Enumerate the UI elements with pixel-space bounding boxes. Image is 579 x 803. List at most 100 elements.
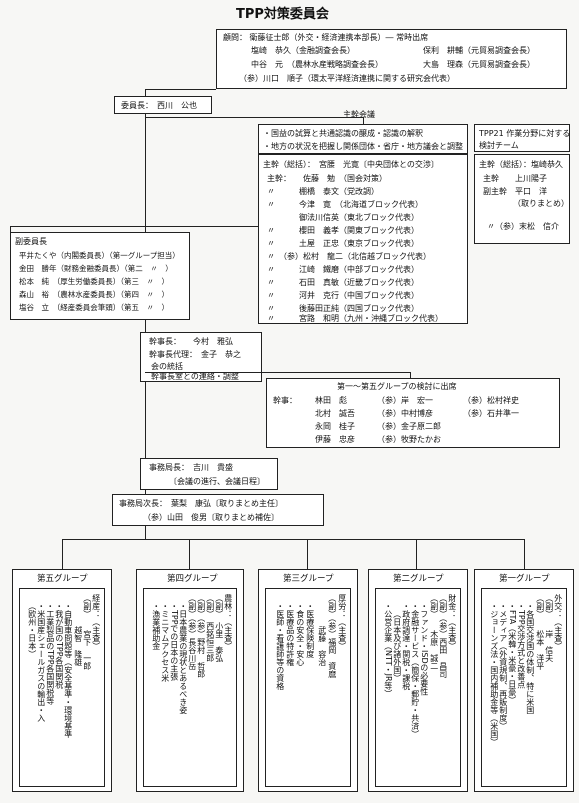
group-4-item: （副）（参）長谷川岳 bbox=[187, 594, 197, 670]
group-1-item: ・ジョーンズ法・国内補助金等（米国） bbox=[489, 602, 499, 746]
group-2-item: （日本及び諸外国） bbox=[392, 610, 402, 682]
group-2-title: 第二グループ bbox=[393, 574, 444, 584]
office-deputy-line-2: （参）山田 俊男〔取りまとめ補佐〕 bbox=[143, 513, 279, 522]
group-5-item: 越智 隆雄 bbox=[73, 594, 83, 666]
office-deputy-line-1: 事務局次長： 葉梨 康弘〔取りまとめ主任〕 bbox=[119, 499, 283, 508]
group-1-item: ・各国交渉国の体制、特に米国 bbox=[525, 602, 535, 714]
group-3-inner bbox=[265, 588, 351, 787]
main-council-member: 御法川信英（東北ブロック代表） bbox=[267, 213, 419, 222]
group-4-item: ・漁業補助金 bbox=[151, 602, 161, 650]
main-council-title: 主幹会議 bbox=[343, 110, 375, 119]
main-council-member: 〃 江崎 鐵磨（中部ブロック代表） bbox=[267, 265, 419, 274]
group-liaison-title: 第一〜第五グループの検討に出席 bbox=[337, 382, 457, 391]
group-drop bbox=[189, 539, 190, 569]
page-title: TPP対策委員会 bbox=[236, 7, 329, 22]
tpp21-line: 〃（参）末松 信介 bbox=[487, 222, 559, 231]
group-4-item: （副）（参）野村 哲郎 bbox=[196, 594, 206, 678]
main-council-desc-box: ・国益の試算と共通認識の醸成・認識の解釈 ・地方の状況を把握し関係団体・省庁・地… bbox=[258, 124, 468, 154]
secretary-line-1: 幹事長： 今村 雅弘 bbox=[149, 337, 233, 346]
group-4-item: （副） 小里 泰弘 bbox=[214, 594, 224, 662]
group-3-title: 第三グループ bbox=[283, 574, 334, 584]
group-3-item: ・医療保険制度 bbox=[305, 602, 315, 658]
group-drop bbox=[524, 539, 525, 569]
group-2-box: 第二グループ 財金：（主査） （副）（参）西田 昌司 （副） 木原 誠二 ・ファ… bbox=[368, 569, 468, 792]
office-head-line-2: 〔会議の進行、会議日程〕 bbox=[169, 477, 265, 486]
vice-chairs-line: 森山 裕 （農林水産委員長）（第四 〃 ） bbox=[19, 290, 169, 299]
group-5-box: 第五グループ 経産：（主査） （副） 宮下 一郎 越智 隆雄 ・自動車問題等（安… bbox=[12, 569, 112, 792]
main-council-desc-2: ・地方の状況を把握し関係団体・省庁・地方議会と調整 bbox=[263, 142, 463, 151]
tpp21-box: 主幹（総括）：塩崎恭久 主幹 上川陽子 副主幹 平口 洋 （取りまとめ） 〃（参… bbox=[474, 154, 570, 244]
council-spine-connector bbox=[145, 226, 258, 227]
liaison-member: （参）牧野たかお bbox=[377, 435, 441, 444]
group-4-title: 第四グループ bbox=[167, 574, 218, 584]
group-3-item: ・医師・看護師等の資格 bbox=[275, 602, 285, 690]
main-council-member: 〃 棚橋 泰文（党改調） bbox=[267, 187, 379, 196]
group-1-item: ・FTA（米韓・米豪・日豪） bbox=[507, 602, 517, 705]
tpp21-line: 副主幹 平口 洋 bbox=[483, 187, 547, 196]
tpp21-title-2: 検討チーム bbox=[479, 141, 519, 150]
main-council-member: 〃 石田 真敏（近畿ブロック代表） bbox=[267, 278, 419, 287]
group-1-item: ・メディア（外資規制、再販制度） bbox=[498, 602, 508, 730]
chair-box: 委員長： 西川 公也 bbox=[114, 96, 212, 114]
main-council-member: 〃 後藤田正純（四国ブロック代表） bbox=[267, 304, 419, 313]
group-2-item: （副）（参）西田 昌司 bbox=[438, 594, 448, 678]
advisors-box: 顧問： 衛藤征士郎（外交・経済連携本部長）― 常時出席 塩崎 恭久（金融調査会長… bbox=[216, 29, 567, 89]
advisors-line-4: （参）川口 順子（環太平洋経済連携に関する研究会代表） bbox=[239, 74, 455, 83]
secretary-note-1: 会の統括 bbox=[151, 362, 183, 371]
liaison-member: 伊藤 忠彦 bbox=[315, 435, 355, 444]
main-council-member: 主幹： 佐藤 勉 （国会対策） bbox=[267, 174, 387, 183]
group-5-item: ・米国産シェールガスの輸出・入 bbox=[36, 602, 46, 722]
group-1-box: 第一グループ 外交：（主査） （副） 岸 信夫 （副） 松本 洋平 ・各国交渉国… bbox=[474, 569, 574, 792]
vice-chairs-connector bbox=[10, 226, 145, 227]
advisors-line-1: 顧問： 衛藤征士郎（外交・経済連携本部長）― 常時出席 bbox=[223, 33, 429, 42]
group-5-item: ・自動車問題等（安全基準・環境基準 bbox=[63, 602, 73, 738]
group-4-item: 農林：（主査） bbox=[223, 594, 233, 650]
vice-chairs-title: 副委員長 bbox=[15, 237, 47, 246]
group-4-item: ・TPPでの日本の主張 bbox=[169, 602, 179, 681]
secretary-box: 幹事長： 今村 雅弘 幹事長代理： 金子 恭之 会の統括 幹事長室との連絡・調整 bbox=[140, 332, 262, 382]
vice-chairs-line: 松本 純 （厚生労働委員長）（第三 〃 ） bbox=[19, 277, 169, 286]
advisors-line-2b: 保利 耕輔（元貿易調査会長） bbox=[423, 46, 535, 55]
vice-chairs-line: 平井たくや（内閣委員長）（第一グループ担当） bbox=[19, 251, 180, 260]
group-4-box: 第四グループ 農林：（主査） （副） 小里 泰弘 （副） 西銘恒三郎 （副）（参… bbox=[136, 569, 244, 792]
vice-chairs-line: 塩谷 立 （経産委員会筆頭）（第五 〃 ） bbox=[19, 303, 169, 312]
group-1-item: （副） 岸 信夫 bbox=[544, 594, 554, 662]
group-2-item: 財金：（主査） bbox=[447, 594, 457, 650]
group-1-item: ・TPP交渉方式と改善点 bbox=[516, 602, 526, 689]
group-2-item: ・政府調達・関税・課税 bbox=[401, 602, 411, 690]
tpp21-line: 主幹 上川陽子 bbox=[483, 174, 547, 183]
chair-label: 委員長： 西川 公也 bbox=[121, 101, 197, 110]
group-1-inner bbox=[481, 588, 567, 787]
group-4-item: （副） 西銘恒三郎 bbox=[205, 594, 215, 662]
group-5-item: ・我が国のTPP各国関税 bbox=[54, 602, 64, 689]
tpp21-line: 主幹（総括）：塩崎恭久 bbox=[479, 160, 563, 169]
main-council-lead: 主幹（総括）： 宮腰 光寛〔中央団体との交渉〕 bbox=[263, 160, 439, 169]
group-5-item: 経産：（主査） bbox=[91, 594, 101, 650]
groups-connector bbox=[62, 539, 524, 540]
liaison-member: （参）岸 宏一 bbox=[377, 396, 433, 405]
office-deputy-box: 事務局次長： 葉梨 康弘〔取りまとめ主任〕 （参）山田 俊男〔取りまとめ補佐〕 bbox=[112, 494, 324, 526]
liaison-connector-v bbox=[410, 372, 411, 378]
group-5-inner bbox=[19, 588, 105, 787]
group-3-item: 武藤 容治 bbox=[317, 594, 327, 666]
group-3-item: 厚労：（主査） bbox=[337, 594, 347, 650]
liaison-member: （参）金子原二郎 bbox=[377, 422, 441, 431]
liaison-member: 北村 誠吾 bbox=[315, 409, 355, 418]
advisors-line-3a: 中谷 元 （農林水産戦略調査会長） bbox=[251, 60, 383, 69]
office-head-box: 事務局長： 吉川 貴盛 〔会議の進行、会議日程〕 bbox=[140, 458, 278, 490]
liaison-member: （参）中村博彦 bbox=[377, 409, 433, 418]
group-drop bbox=[416, 539, 417, 569]
group-3-item: ・食の安全・安心 bbox=[295, 602, 305, 666]
liaison-member: （参）松村祥史 bbox=[463, 396, 519, 405]
vice-chairs-box: 副委員長 平井たくや（内閣委員長）（第一グループ担当） 金田 勝年（財務金融委員… bbox=[10, 232, 190, 320]
advisors-line-2a: 塩崎 恭久（金融調査会長） bbox=[251, 46, 355, 55]
liaison-member: 林田 彪 bbox=[315, 396, 347, 405]
main-council-member: 〃 今津 寛 （北海道ブロック代表） bbox=[267, 200, 423, 209]
main-council-desc-1: ・国益の試算と共通認識の醸成・認識の解釈 bbox=[263, 129, 423, 138]
group-2-item: ・公営企業（NTT・JR等） bbox=[383, 602, 393, 698]
group-1-title: 第一グループ bbox=[499, 574, 550, 584]
liaison-member: 永岡 桂子 bbox=[315, 422, 355, 431]
main-council-member: 〃 河井 克行（中国ブロック代表） bbox=[267, 291, 419, 300]
group-5-item: （副） 宮下 一郎 bbox=[82, 594, 92, 670]
group-3-item: ・医療品の特許権 bbox=[285, 602, 295, 666]
